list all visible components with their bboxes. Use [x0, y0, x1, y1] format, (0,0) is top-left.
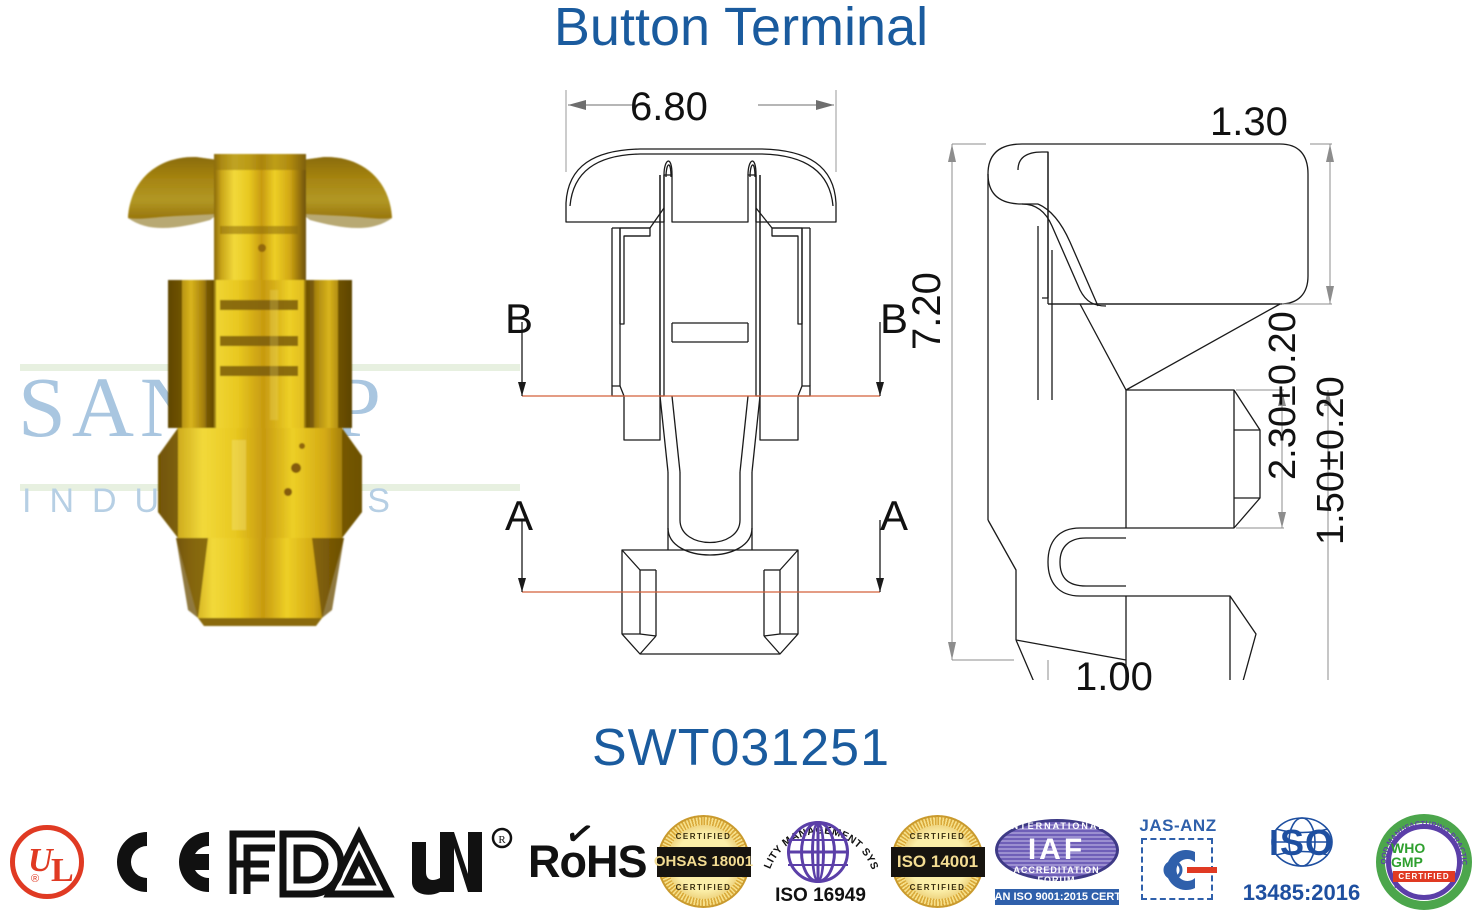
- iaf-bottom-text: ACCREDITATION FORUM: [1013, 864, 1100, 885]
- cert-ce: [95, 826, 215, 898]
- whogmp-label: WHO GMP: [1391, 840, 1426, 870]
- ce-icon: [116, 831, 209, 892]
- section-marker-b-right: B: [880, 295, 909, 342]
- section-line-bb: [518, 322, 884, 397]
- iso13485-globe-icon: [1270, 816, 1333, 867]
- iso16949-icon: QUALITY MANAGEMENT SYSTEM ISO 16949: [761, 817, 881, 907]
- fda-icon: [229, 825, 395, 897]
- cert-ohsas: CERTIFIED CERTIFIED OHSAS 18001: [653, 815, 754, 908]
- iso13485-icon: ISO 13485:2016: [1238, 816, 1366, 908]
- cert-iso13485: ISO 13485:2016: [1238, 816, 1366, 908]
- page-title: Button Terminal: [553, 0, 929, 57]
- whogmp-icon: GOOD MANUFACTURING PRACTICE QUALITY PROD…: [1376, 813, 1472, 910]
- iso14001-top-text: CERTIFIED: [909, 831, 966, 841]
- iaf-label: IAF: [1027, 832, 1086, 866]
- cert-iso16949: QUALITY MANAGEMENT SYSTEM ISO 16949: [761, 817, 881, 907]
- whogmp-sub-label: CERTIFIED: [1393, 871, 1455, 882]
- jasanz-icon: JAS-ANZ: [1129, 816, 1227, 908]
- cert-iso14001: CERTIFIED CERTIFIED ISO 14001: [890, 815, 985, 908]
- dimension-6-80: 6.80: [630, 85, 708, 129]
- iaf-bar-text: AN ISO 9001:2015 CERTIFIED COMPANY: [994, 888, 1208, 905]
- cert-fda: [225, 825, 395, 898]
- rohs-label: RoHS: [528, 836, 647, 887]
- section-marker-a-right: A: [880, 492, 909, 539]
- iso14001-bottom-text: CERTIFIED: [909, 882, 966, 892]
- product-photo-image: [128, 154, 392, 626]
- cert-whogmp: GOOD MANUFACTURING PRACTICE QUALITY PROD…: [1376, 813, 1472, 910]
- dimension-7-20: 7.20: [905, 272, 949, 350]
- cert-iaf: IAF INTERNATIONAL ACCREDITATION FORUM AN…: [994, 817, 1208, 907]
- side-view-drawing: [948, 143, 1334, 680]
- ohsas-top-text: CERTIFIED: [675, 831, 732, 841]
- jasanz-c-icon: [1163, 849, 1217, 890]
- ul-registered-mark: ®: [31, 872, 40, 885]
- rohs-icon: RoHS ✓: [528, 813, 647, 887]
- product-photo: [110, 140, 410, 660]
- cert-curus: R: [406, 824, 518, 900]
- iso13485-label: ISO: [1268, 821, 1334, 863]
- dimension-1-00: 1.00: [1075, 655, 1153, 699]
- dimension-1-50: 1.50±0.20: [1310, 376, 1352, 545]
- cert-jasanz: JAS-ANZ: [1129, 816, 1227, 908]
- ohsas-seal-icon: CERTIFIED CERTIFIED OHSAS 18001: [653, 815, 754, 908]
- iso13485-number: 13485:2016: [1242, 879, 1361, 905]
- dimension-1-30: 1.30: [1210, 100, 1288, 144]
- part-number: SWT031251: [591, 719, 891, 777]
- jasanz-label: JAS-ANZ: [1139, 815, 1217, 835]
- section-marker-b-left: B: [505, 295, 534, 342]
- ohsas-bottom-text: CERTIFIED: [675, 882, 732, 892]
- curus-icon: R: [411, 827, 512, 895]
- dimension-2-30: 2.30±0.20: [1262, 311, 1304, 480]
- iso14001-label: ISO 14001: [896, 851, 979, 871]
- iso16949-label: ISO 16949: [775, 884, 866, 906]
- cert-rohs: RoHS ✓: [528, 813, 647, 887]
- iaf-icon: IAF INTERNATIONAL ACCREDITATION FORUM AN…: [994, 817, 1208, 907]
- section-line-aa: [518, 520, 884, 593]
- globe-icon: [786, 820, 849, 883]
- iaf-top-text: INTERNATIONAL: [1007, 820, 1106, 831]
- ohsas-label: OHSAS 18001: [653, 853, 754, 870]
- iso14001-seal-icon: CERTIFIED CERTIFIED ISO 14001: [890, 815, 985, 908]
- section-marker-a-left: A: [505, 492, 534, 539]
- svg-text:R: R: [498, 834, 506, 846]
- front-view-drawing: [518, 90, 884, 655]
